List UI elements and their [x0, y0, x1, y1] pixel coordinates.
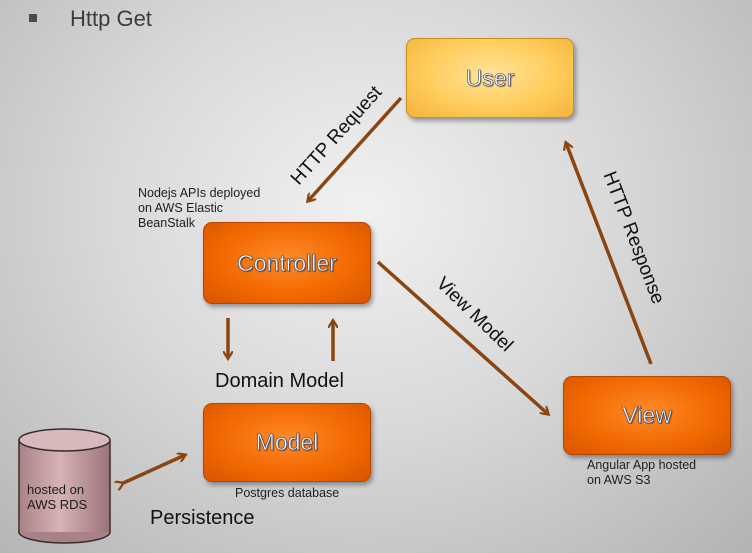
database-icon [18, 428, 111, 544]
database-note-line: hosted on [27, 482, 85, 497]
user-node-label: User [465, 64, 515, 91]
user-node: User [406, 38, 574, 118]
model-node: Model [203, 403, 371, 482]
model-note: Postgres database [235, 486, 340, 500]
controller-node: Controller [203, 222, 371, 304]
view-node: View [563, 376, 731, 455]
view-note-line: Angular App hosted [587, 458, 697, 472]
view-note-line: on AWS S3 [587, 473, 651, 487]
arrow-http-request [308, 96, 403, 201]
controller-node-label: Controller [237, 249, 337, 276]
persistence-label: Persistence [150, 507, 255, 529]
domain-model-label: Domain Model [215, 370, 344, 392]
arrow-persistence [121, 455, 185, 484]
bullet-marker [29, 14, 37, 22]
page-title: Http Get [70, 6, 152, 31]
controller-note-line: on AWS Elastic [138, 201, 223, 215]
arrow-view-model [376, 260, 548, 414]
arrow-http-response [566, 143, 653, 365]
view-node-label: View [622, 402, 672, 429]
controller-note-line: BeanStalk [138, 216, 195, 230]
controller-note-line: Nodejs APIs deployed [138, 186, 261, 200]
model-node-label: Model [255, 429, 319, 456]
controller-note: Nodejs APIs deployed on AWS Elastic Bean… [138, 186, 260, 231]
database-note: hosted on AWS RDS [27, 482, 87, 512]
view-note: Angular App hosted on AWS S3 [587, 458, 696, 488]
database-note-line: AWS RDS [27, 497, 88, 512]
